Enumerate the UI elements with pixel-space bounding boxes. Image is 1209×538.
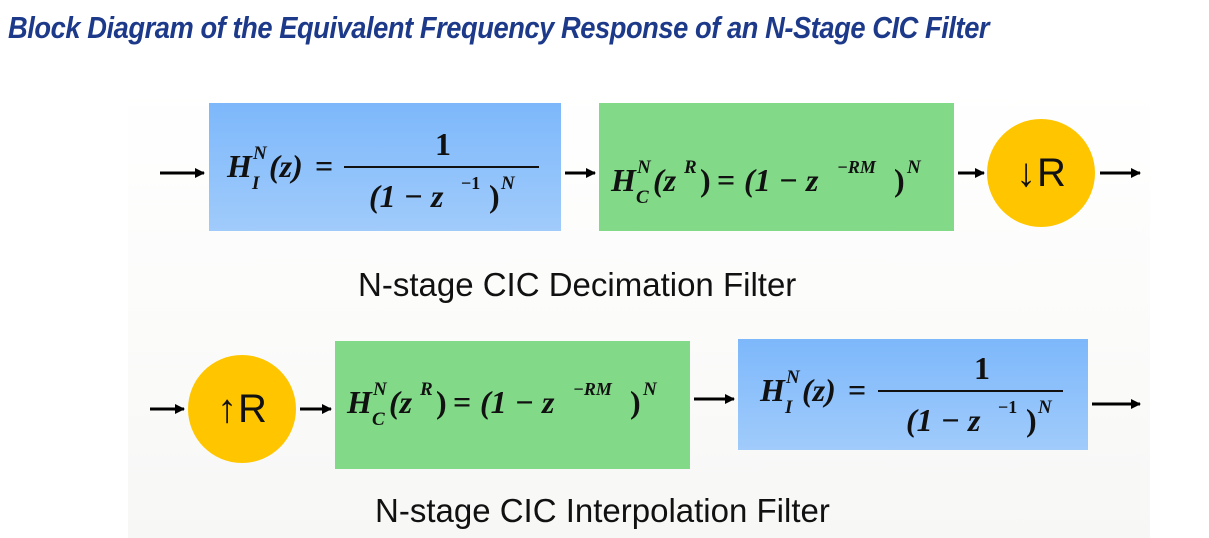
equals-sign: = [453,384,471,420]
h-symbol: H [759,372,786,408]
rhs-expression: (1 − z [744,162,819,198]
denominator-exponent: −1 [461,173,480,193]
h-argument-exponent: R [683,157,697,178]
decimation-comb-equation: H N C (z R ) = (1 − z −RM ) N [610,157,922,208]
h-argument-exponent: R [419,379,433,400]
page-title: Block Diagram of the Equivalent Frequenc… [8,10,990,45]
denominator-power: N [500,173,516,194]
rhs-close: ) [894,162,905,198]
upsample-label: R [238,386,267,431]
h-superscript: N [252,143,268,164]
downsample-label: R [1037,150,1066,195]
equals-sign: = [315,148,333,184]
numerator: 1 [974,350,990,386]
denominator-power: N [1037,397,1053,418]
rhs-exponent: −RM [837,157,877,177]
interpolation-comb-equation: H N C (z R ) = (1 − z −RM ) N [346,379,658,430]
h-argument-close: ) [700,162,711,198]
h-subscript: C [372,409,385,430]
h-subscript: C [636,187,649,208]
denominator-exponent: −1 [998,397,1017,417]
h-symbol: H [226,148,253,184]
decimation-caption: N-stage CIC Decimation Filter [358,266,797,303]
interpolation-integrator-equation: H N I (z) = 1 (1 − z −1 ) N [759,350,1063,438]
denominator-close: ) [1026,402,1037,438]
denominator: (1 − z [369,178,444,214]
h-argument: (z) [802,372,836,408]
h-argument: (z [389,384,413,420]
decimation-integrator-equation: H N I (z) = 1 (1 − z −1 ) N [226,126,539,214]
h-superscript: N [785,367,801,388]
down-arrow-icon: ↓ [1016,150,1037,195]
upsample-circle: ↑R [188,355,296,463]
rhs-close: ) [630,384,641,420]
denominator: (1 − z [906,402,981,438]
equals-sign: = [848,372,866,408]
h-symbol: H [610,162,637,198]
h-argument: (z [653,162,677,198]
h-superscript: N [372,379,388,400]
denominator-close: ) [489,178,500,214]
interpolation-comb-block [335,341,690,469]
downsample-circle: ↓R [987,119,1095,227]
decimation-comb-block [599,103,954,231]
numerator: 1 [435,126,451,162]
h-subscript: I [251,173,260,194]
rhs-expression: (1 − z [480,384,555,420]
up-arrow-icon: ↑ [217,386,238,431]
h-subscript: I [784,397,793,418]
rhs-power: N [642,379,658,400]
interpolation-integrator-block [738,339,1088,450]
rhs-exponent: −RM [573,379,613,399]
rhs-power: N [906,157,922,178]
equals-sign: = [717,162,735,198]
interpolation-caption: N-stage CIC Interpolation Filter [375,492,830,529]
h-superscript: N [636,157,652,178]
h-argument: (z) [269,148,303,184]
h-symbol: H [346,384,373,420]
h-argument-close: ) [436,384,447,420]
